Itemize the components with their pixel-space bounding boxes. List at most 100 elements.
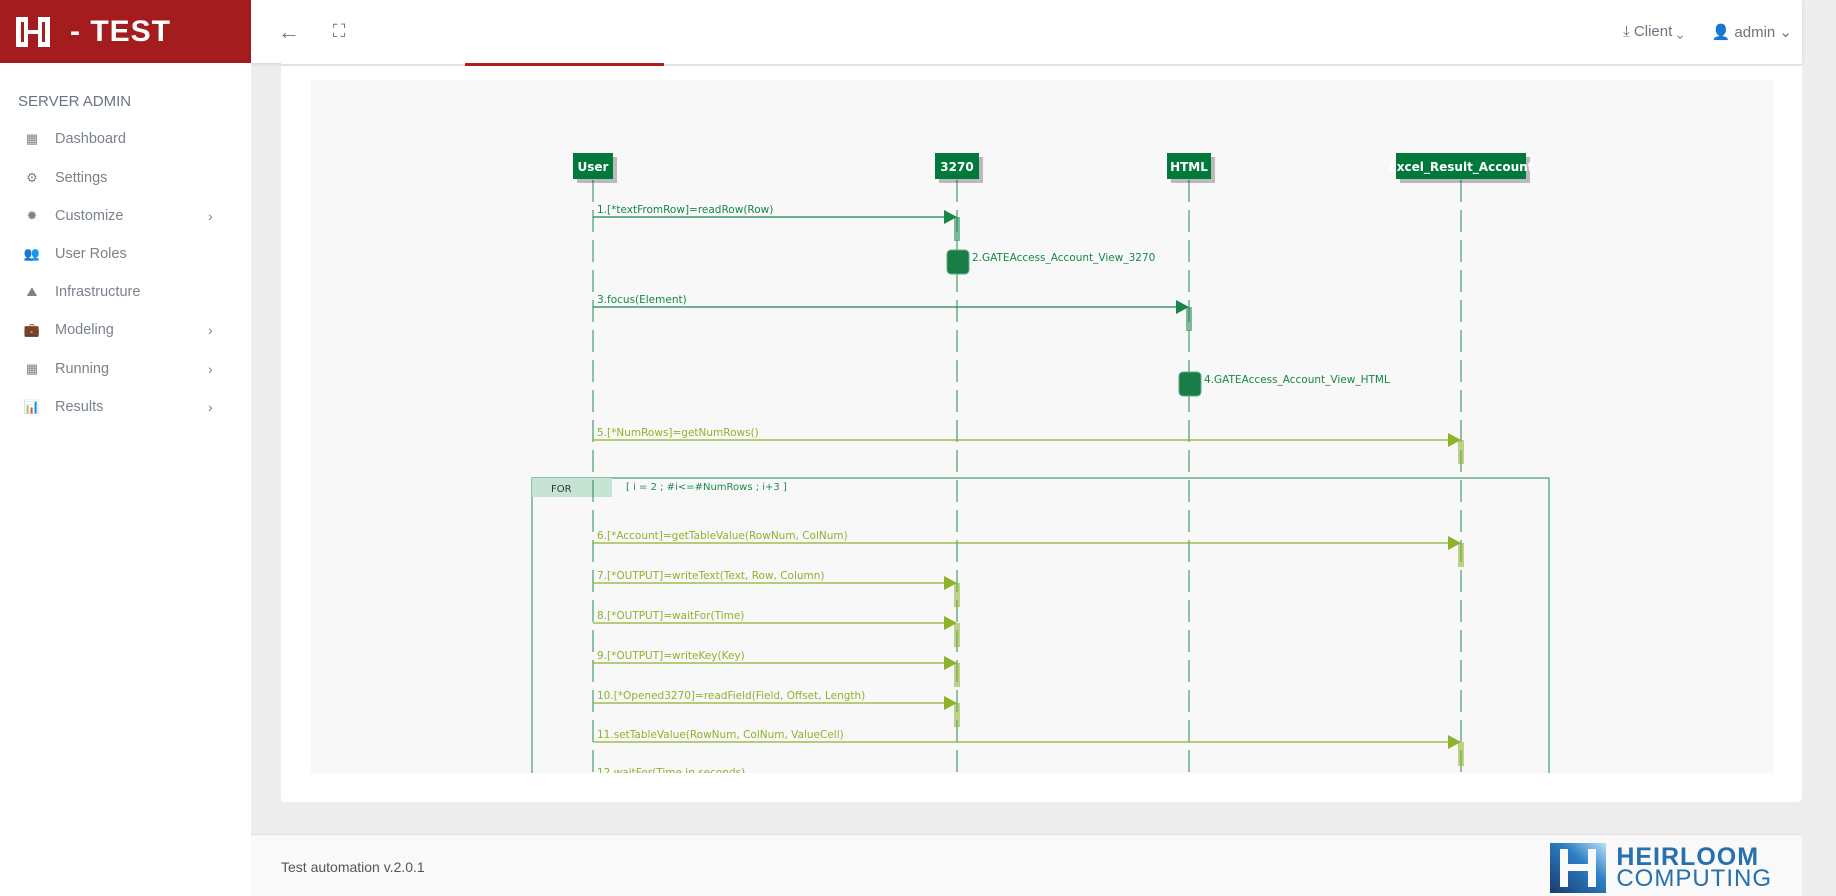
arrow-head	[944, 616, 957, 630]
sidebar-item-label: Modeling	[55, 322, 114, 338]
arrow-left-icon[interactable]: ←	[278, 18, 300, 44]
arrow-head	[1448, 536, 1461, 550]
user-icon: 👤	[1711, 23, 1731, 41]
message-label: 11.setTableValue(RowNum, ColNum, ValueCe…	[597, 729, 844, 741]
sidebar-item-label: Results	[55, 399, 104, 415]
download-icon: ⤓	[1623, 22, 1630, 40]
message-label: 2.GATEAccess_Account_View_3270	[972, 252, 1155, 264]
participant-box	[935, 153, 979, 179]
brand-header[interactable]: - TEST	[0, 0, 251, 63]
loop-condition: [ i = 2 ; #i<=#NumRows ; i+3 ]	[626, 482, 787, 493]
message-label: 9.[*OUTPUT]=writeKey(Key)	[597, 650, 745, 662]
client-label: Client	[1633, 22, 1673, 40]
sidebar-item-user-roles[interactable]: 👥 User Roles	[0, 236, 251, 272]
sequence-diagram: FOR [ i = 2 ; #i<=#NumRows ; i+3 ] User 327…	[311, 80, 1773, 773]
message-label: 12.waitFor(Time in seconds)	[597, 767, 745, 773]
arrow-head	[1176, 300, 1189, 314]
message-label: 5.[*NumRows]=getNumRows()	[597, 427, 759, 439]
arrow-head	[944, 696, 957, 710]
heirloom-logo-icon	[1550, 843, 1607, 893]
activation-bar	[954, 623, 960, 647]
message-label: 10.[*Opened3270]=readField(Field, Offset…	[597, 690, 865, 702]
sidebar-icon: 📊	[23, 399, 41, 414]
chevron-down-icon: ⌄	[1676, 22, 1684, 40]
loop-label: FOR	[551, 484, 572, 495]
sidebar-icon: ▦	[25, 131, 39, 146]
sidebar-item-label: Running	[55, 361, 110, 377]
sidebar-item-modeling[interactable]: 💼 Modeling ›	[0, 312, 251, 348]
message-label: 1.[*textFromRow]=readRow(Row)	[597, 204, 773, 216]
activation-bar	[1458, 742, 1464, 766]
sidebar-icon: ⚙	[26, 170, 38, 185]
participant-box	[573, 153, 613, 179]
participant-label: User	[578, 160, 609, 174]
participant-label: 3270	[940, 160, 973, 174]
sidebar-icon: ▦	[25, 361, 39, 376]
top-bar: ← ⛶ ⤓ Client ⌄ 👤 admin ⌄	[251, 0, 1802, 63]
sidebar-item-label: Dashboard	[55, 131, 126, 147]
chevron-right-icon: ›	[208, 361, 213, 377]
participant-label: HTML	[1170, 160, 1208, 174]
sidebar-icon: 💼	[23, 322, 41, 337]
expand-icon[interactable]: ⛶	[332, 21, 346, 41]
arrow-head	[944, 656, 957, 670]
arrow-head	[1448, 735, 1461, 749]
activation-bar	[954, 217, 960, 241]
sidebar-item-label: Infrastructure	[55, 284, 141, 300]
heirloom-logo-icon	[16, 16, 50, 47]
activation-bar	[1458, 543, 1464, 567]
version-text: Test automation v.2.0.1	[281, 859, 425, 875]
logo-line2: COMPUTING	[1616, 865, 1772, 892]
activation-bar	[954, 583, 960, 607]
sidebar-icon: ⛰	[26, 284, 38, 299]
loop-label-box	[532, 478, 612, 497]
sidebar-item-label: Customize	[55, 208, 124, 224]
message-label: 8.[*OUTPUT]=waitFor(Time)	[597, 610, 744, 622]
participant-box	[1167, 153, 1211, 179]
participant-label: Excel_Result_Account	[1389, 160, 1534, 175]
user-menu[interactable]: 👤 admin ⌄	[1712, 23, 1792, 41]
app-title: - TEST	[70, 14, 171, 48]
scrollbar[interactable]	[1802, 63, 1836, 896]
message-label: 3.focus(Element)	[597, 294, 687, 306]
self-call-box	[1178, 371, 1202, 397]
self-call-box	[946, 249, 970, 275]
activation-bar	[1458, 440, 1464, 464]
sidebar-item-customize[interactable]: ✹ Customize ›	[0, 198, 251, 234]
sidebar-item-dashboard[interactable]: ▦ Dashboard	[0, 121, 251, 157]
client-menu[interactable]: ⤓ Client ⌄	[1623, 23, 1683, 41]
arrow-head	[944, 210, 957, 224]
sidebar-item-running[interactable]: ▦ Running ›	[0, 351, 251, 387]
sidebar-item-label: Settings	[55, 170, 108, 186]
arrow-head	[1448, 433, 1461, 447]
content-card: FOR [ i = 2 ; #i<=#NumRows ; i+3 ] User 327…	[281, 63, 1802, 802]
logo-line1: HEIRLOOM	[1616, 843, 1760, 871]
message-label: 6.[*Account]=getTableValue(RowNum, ColNu…	[597, 530, 848, 542]
message-label: 4.GATEAccess_Account_View_HTML	[1204, 374, 1390, 386]
tab-bar	[281, 64, 1802, 66]
activation-bar	[954, 663, 960, 687]
loop-frame	[531, 477, 1550, 773]
chevron-right-icon: ›	[208, 322, 213, 338]
chevron-down-icon: ⌄	[1779, 23, 1792, 41]
message-label: 7.[*OUTPUT]=writeText(Text, Row, Column)	[597, 570, 825, 582]
activation-bar	[954, 703, 960, 727]
sidebar-icon: 👥	[23, 246, 41, 261]
sidebar-header: SERVER ADMIN	[18, 93, 132, 110]
sidebar: SERVER ADMIN ▦ Dashboard ⚙ Settings ✹ Customi…	[0, 63, 251, 896]
chevron-right-icon: ›	[208, 399, 213, 415]
activation-bar	[1186, 307, 1192, 331]
active-tab-indicator[interactable]	[465, 63, 664, 66]
chevron-right-icon: ›	[208, 208, 213, 224]
user-label: admin	[1734, 23, 1776, 41]
sidebar-icon: ✹	[26, 208, 38, 223]
sidebar-item-label: User Roles	[55, 246, 127, 262]
sequence-diagram-svg: FOR [ i = 2 ; #i<=#NumRows ; i+3 ] User 327…	[531, 153, 1550, 773]
arrow-head	[944, 576, 957, 590]
sidebar-item-infrastructure[interactable]: ⛰ Infrastructure	[0, 274, 251, 310]
sidebar-item-settings[interactable]: ⚙ Settings	[0, 160, 251, 196]
sidebar-item-results[interactable]: 📊 Results ›	[0, 389, 251, 425]
participant-box	[1396, 153, 1526, 179]
